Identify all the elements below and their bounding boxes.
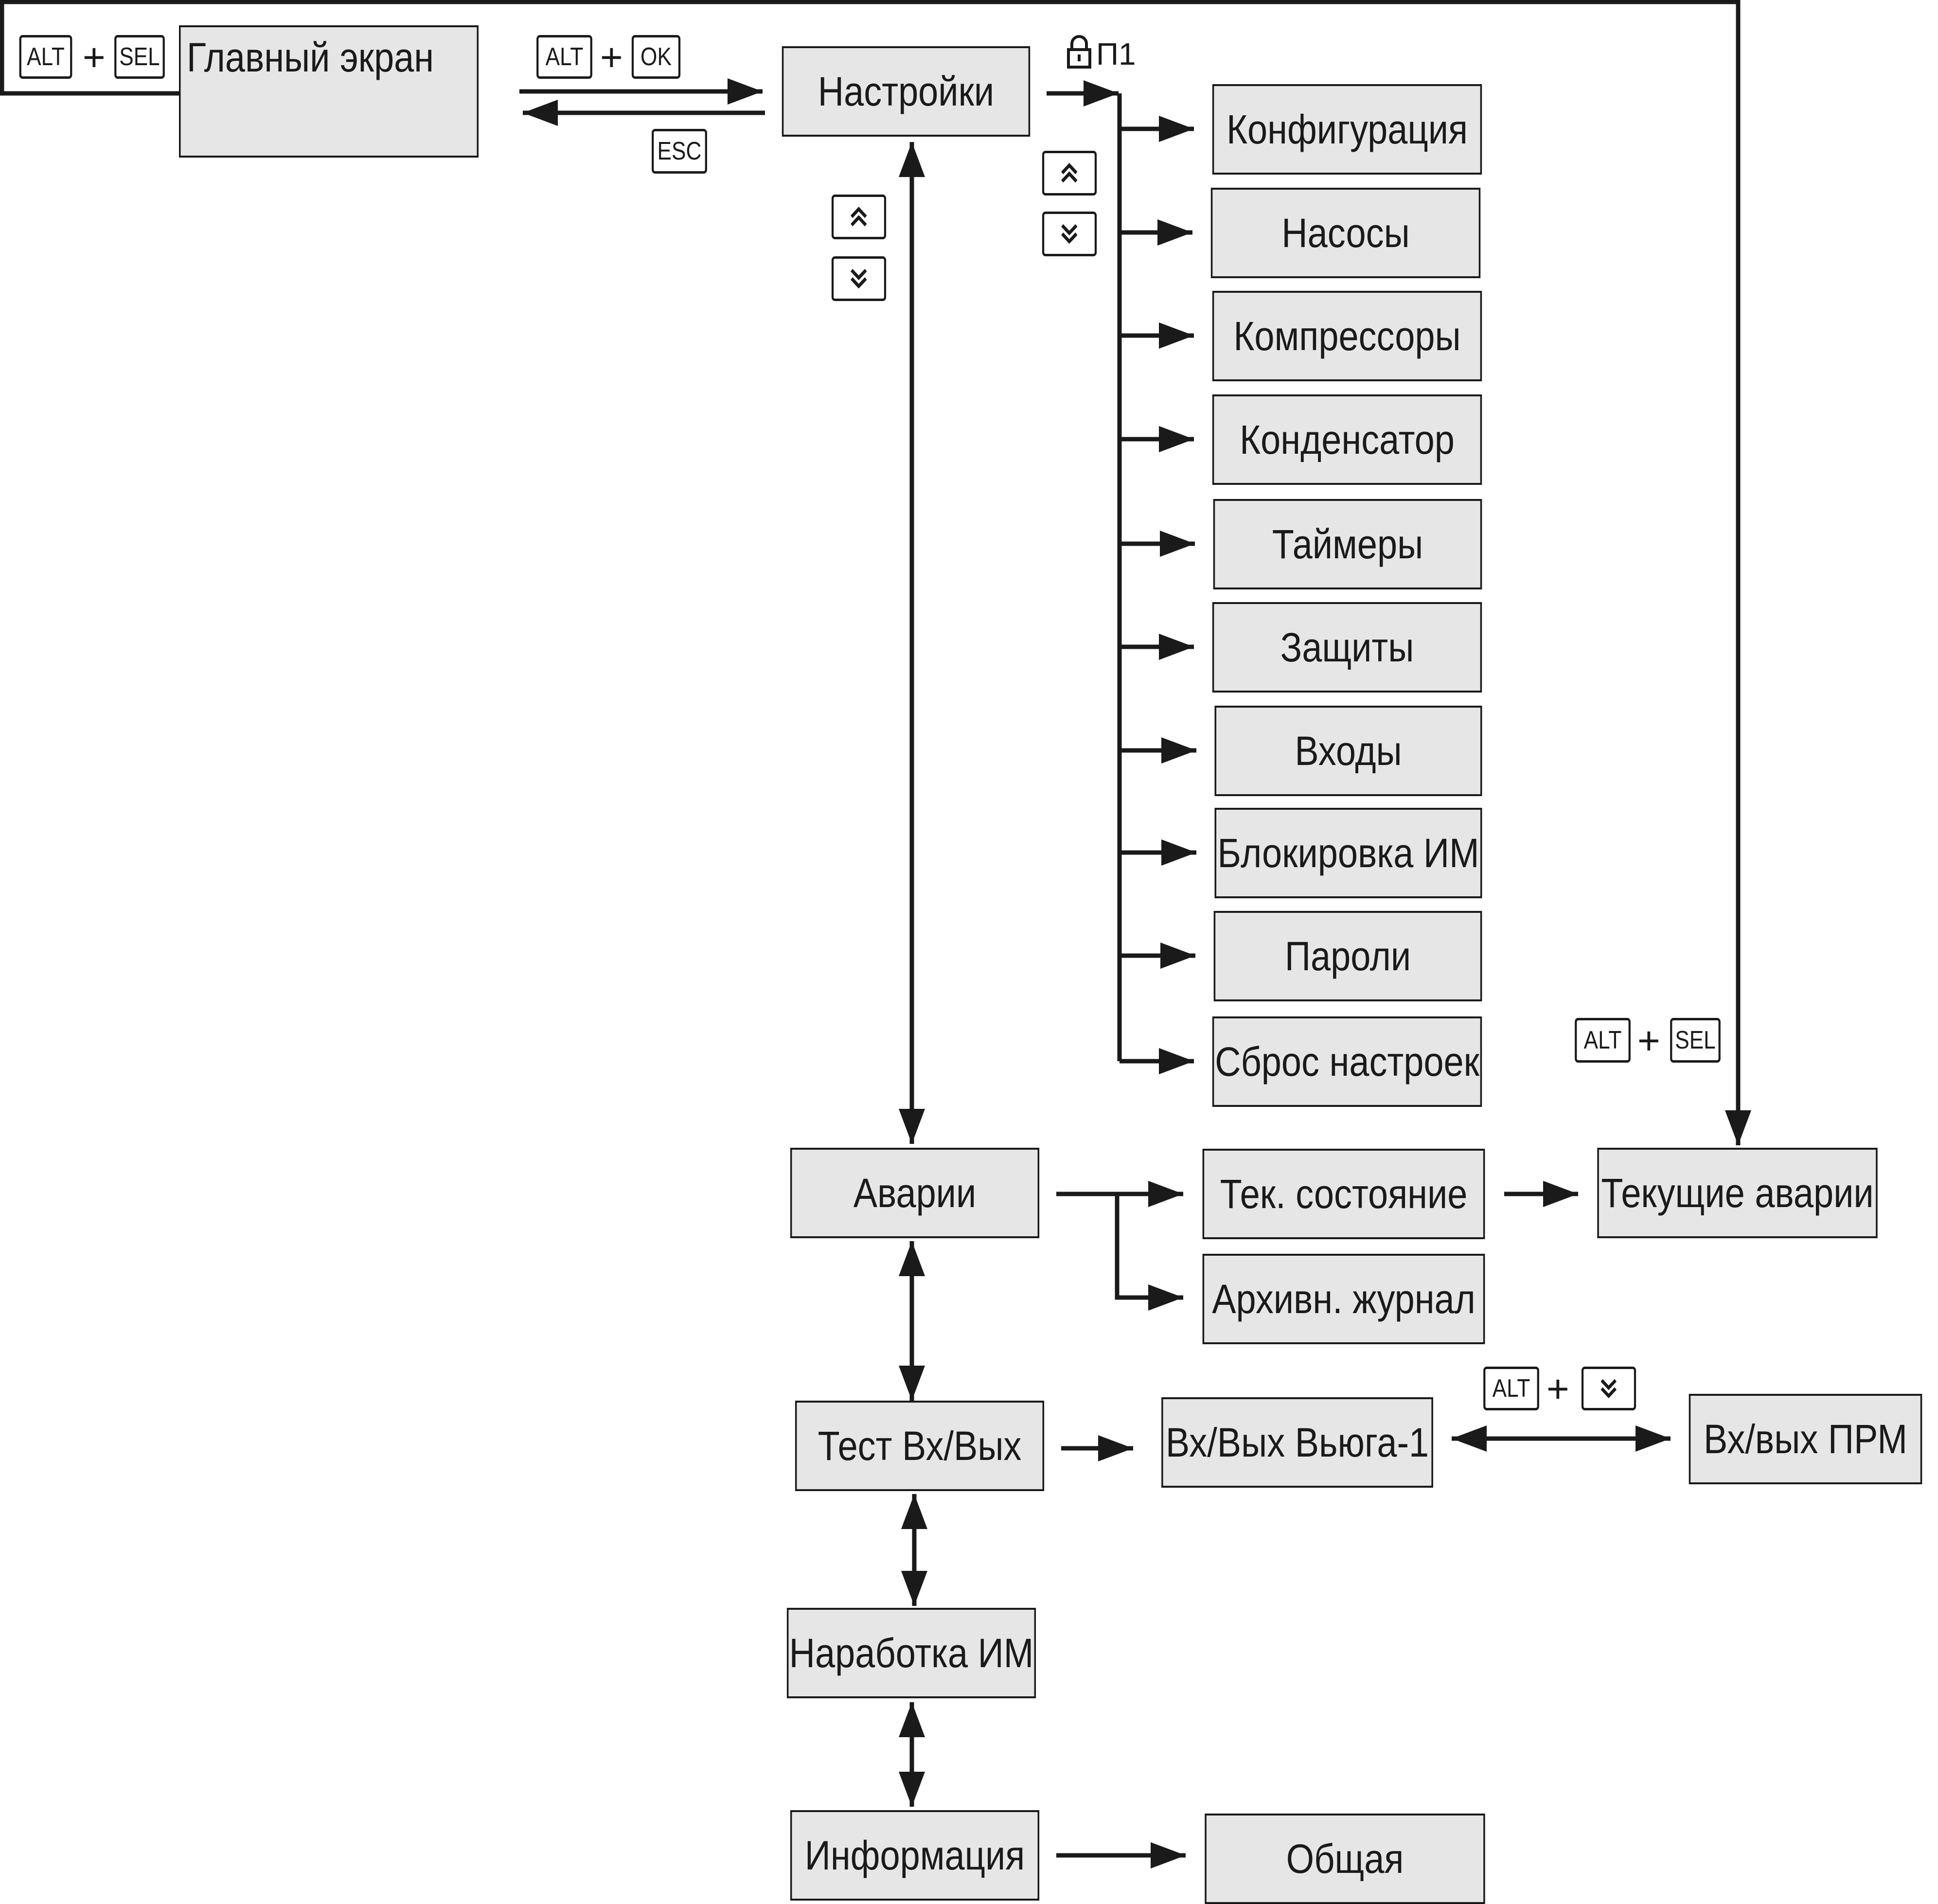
compressors-node: Компрессоры bbox=[1212, 291, 1482, 381]
timers-node: Таймеры bbox=[1213, 499, 1482, 589]
settings-node: Настройки bbox=[782, 46, 1031, 137]
plus-sign: + bbox=[1637, 1019, 1660, 1062]
im-block-label: Блокировка ИМ bbox=[1217, 830, 1479, 876]
io-vyuga-label: Вх/Вых Вьюга-1 bbox=[1165, 1419, 1429, 1465]
alt-key: ALT bbox=[19, 35, 72, 79]
plus-sign: + bbox=[1547, 1367, 1569, 1410]
lock-icon bbox=[1067, 35, 1091, 69]
general-label: Общая bbox=[1286, 1835, 1404, 1882]
sel-key: SEL bbox=[114, 35, 165, 79]
pumps-label: Насосы bbox=[1281, 210, 1410, 256]
esc-key-label: ESC bbox=[657, 137, 702, 165]
io-prm-label: Вх/вых ПРМ bbox=[1703, 1416, 1908, 1462]
main-screen-node: Главный экран bbox=[179, 25, 479, 158]
im-block-node: Блокировка ИМ bbox=[1214, 808, 1482, 898]
inputs-node: Входы bbox=[1214, 706, 1482, 796]
io-prm-node: Вх/вых ПРМ bbox=[1689, 1394, 1922, 1484]
alt-key-label: ALT bbox=[1492, 1374, 1530, 1403]
passwords-label: Пароли bbox=[1284, 933, 1411, 979]
double-chevron-up-icon bbox=[851, 207, 867, 227]
io-vyuga-node: Вх/Вых Вьюга-1 bbox=[1161, 1397, 1433, 1488]
alarms-to-archive-arrow bbox=[1115, 1194, 1183, 1311]
settings-label: Настройки bbox=[818, 68, 995, 114]
io-test-label: Тест Вх/Вых bbox=[818, 1423, 1022, 1469]
ok-key: OK bbox=[631, 35, 681, 79]
ok-key-label: OK bbox=[640, 43, 672, 71]
reset-label: Сброс настроек bbox=[1215, 1038, 1479, 1085]
plus-sign: + bbox=[600, 36, 623, 79]
double-chevron-up-icon bbox=[1061, 163, 1078, 183]
general-node: Общая bbox=[1205, 1814, 1485, 1904]
loop-connector bbox=[0, 0, 1751, 1145]
pumps-node: Насосы bbox=[1210, 188, 1481, 278]
current-alarms-label: Текущие аварии bbox=[1601, 1170, 1874, 1216]
compressors-label: Компрессоры bbox=[1233, 313, 1461, 359]
protections-label: Защиты bbox=[1280, 624, 1414, 670]
double-chevron-down-icon bbox=[851, 269, 867, 289]
protections-node: Защиты bbox=[1212, 602, 1482, 693]
sel-key-label: SEL bbox=[1675, 1026, 1716, 1054]
io-test-node: Тест Вх/Вых bbox=[795, 1401, 1045, 1491]
reset-node: Сброс настроек bbox=[1212, 1016, 1482, 1107]
sel-key: SEL bbox=[1670, 1018, 1721, 1063]
info-node: Информация bbox=[790, 1810, 1040, 1901]
sel-key-label: SEL bbox=[119, 43, 160, 71]
double-chevron-down-icon bbox=[1061, 224, 1078, 244]
esc-key: ESC bbox=[652, 129, 707, 174]
alarms-label: Аварии bbox=[853, 1170, 977, 1216]
info-label: Информация bbox=[804, 1832, 1025, 1878]
alt-key: ALT bbox=[1483, 1367, 1539, 1410]
down-key bbox=[1042, 212, 1097, 256]
alarms-node: Аварии bbox=[790, 1148, 1040, 1238]
alt-key-label: ALT bbox=[545, 43, 584, 71]
archive-log-label: Архивн. журнал bbox=[1212, 1276, 1476, 1322]
main-screen-label: Главный экран bbox=[186, 35, 434, 80]
current-alarms-node: Текущие аварии bbox=[1597, 1148, 1878, 1238]
alt-key: ALT bbox=[536, 35, 592, 79]
double-chevron-down-icon bbox=[1600, 1379, 1617, 1399]
alt-key-label: ALT bbox=[1583, 1026, 1622, 1054]
current-state-label: Тек. состояние bbox=[1220, 1171, 1468, 1217]
condenser-label: Конденсатор bbox=[1240, 416, 1455, 463]
condenser-node: Конденсатор bbox=[1212, 394, 1482, 485]
plus-sign: + bbox=[83, 36, 106, 79]
down-key bbox=[1581, 1367, 1636, 1410]
inputs-label: Входы bbox=[1295, 728, 1402, 774]
configuration-node: Конфигурация bbox=[1212, 84, 1482, 175]
archive-log-node: Архивн. журнал bbox=[1202, 1254, 1485, 1344]
im-runtime-label: Наработка ИМ bbox=[789, 1630, 1034, 1676]
down-key bbox=[831, 256, 887, 301]
password-level-label: П1 bbox=[1096, 36, 1136, 71]
up-key bbox=[831, 195, 887, 239]
alt-key: ALT bbox=[1575, 1018, 1631, 1063]
configuration-label: Конфигурация bbox=[1226, 106, 1468, 152]
timers-label: Таймеры bbox=[1272, 521, 1423, 567]
passwords-node: Пароли bbox=[1213, 911, 1482, 1001]
current-state-node: Тек. состояние bbox=[1202, 1149, 1485, 1239]
im-runtime-node: Наработка ИМ bbox=[786, 1608, 1036, 1698]
alt-key-label: ALT bbox=[27, 43, 65, 71]
up-key bbox=[1042, 151, 1097, 196]
